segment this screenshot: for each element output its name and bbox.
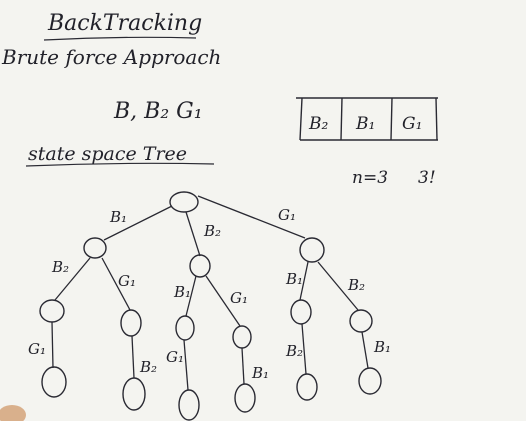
label-ml-child: G₁ — [166, 348, 184, 366]
edge-m-right — [205, 275, 241, 327]
edge-root-mid — [185, 211, 201, 257]
n-label: n=3 — [352, 168, 388, 188]
node-m — [189, 254, 211, 278]
label-l-right: G₁ — [118, 272, 136, 290]
permutation-cell-3: G₁ — [402, 114, 422, 134]
node-l — [83, 237, 107, 259]
edge-ll — [51, 321, 54, 369]
label-r-right: B₂ — [347, 276, 365, 294]
label-rl-child: B₂ — [285, 342, 303, 360]
permutation-cell-2: B₁ — [355, 114, 375, 134]
label-root-left: B₁ — [109, 208, 127, 226]
label-root-mid: B₂ — [203, 222, 221, 240]
edge-root-left — [103, 205, 173, 241]
edge-r-left — [299, 261, 309, 301]
edge-l-right — [101, 257, 131, 311]
node-mr — [232, 325, 252, 349]
node-mll — [178, 389, 200, 421]
edge-r-right — [317, 261, 359, 311]
label-rr-child: B₁ — [373, 338, 391, 356]
label-root-right: G₁ — [278, 206, 296, 224]
edge-mr — [241, 347, 245, 385]
title-underline — [43, 36, 197, 41]
subtitle: Brute force Approach — [1, 45, 221, 69]
node-rr — [349, 309, 373, 333]
label-r-left: B₁ — [285, 270, 303, 288]
node-rll — [296, 373, 318, 401]
node-ml — [175, 315, 195, 341]
node-rrl — [358, 367, 382, 395]
node-lll — [41, 366, 67, 398]
tree-title: state space Tree — [28, 143, 187, 165]
node-rl — [290, 299, 312, 325]
edge-labels: B₁ B₂ G₁ B₂ G₁ B₁ G₁ B₁ B₂ G₁ B₂ G₁ B₁ B… — [28, 206, 391, 382]
edge-ml — [183, 339, 189, 391]
node-lrl — [122, 377, 146, 411]
label-mr-child: B₁ — [251, 364, 269, 382]
node-mrl — [234, 383, 256, 413]
presenter-hand — [0, 405, 26, 421]
label-m-right: G₁ — [230, 289, 248, 307]
edge-root-right — [197, 195, 306, 239]
edge-m-left — [185, 275, 197, 317]
label-l-left: B₂ — [51, 258, 69, 276]
node-r — [299, 237, 325, 263]
edge-rl — [301, 323, 307, 375]
tree-title-underline — [25, 162, 215, 167]
factorial: 3! — [418, 168, 436, 188]
permutation-cell-1: B₂ — [308, 114, 328, 134]
items-line: B, B₂ G₁ — [113, 99, 203, 124]
edge-lr — [131, 335, 135, 379]
tree-nodes — [39, 191, 382, 421]
node-ll — [39, 299, 65, 323]
title: BackTracking — [47, 11, 202, 36]
permutation-box: B₂ B₁ G₁ — [296, 97, 438, 141]
label-lr-child: B₂ — [139, 358, 157, 376]
node-root — [169, 191, 199, 213]
edge-l-left — [54, 257, 91, 301]
node-lr — [120, 309, 142, 337]
edge-rr — [361, 331, 369, 369]
label-ll-child: G₁ — [28, 340, 46, 358]
tree-edges — [51, 195, 369, 391]
label-m-left: B₁ — [173, 283, 191, 301]
